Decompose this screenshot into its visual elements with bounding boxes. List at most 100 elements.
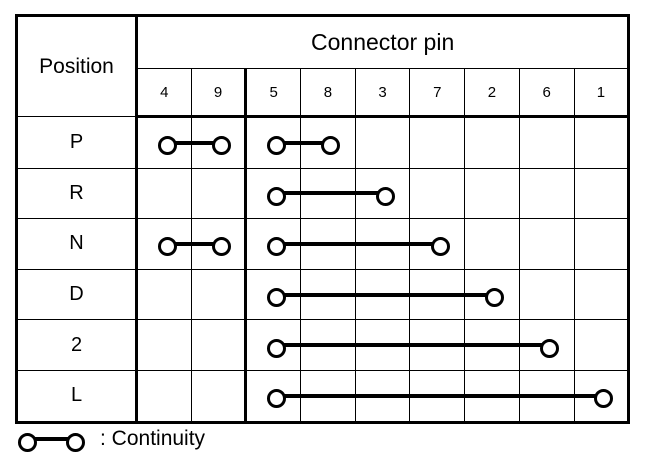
cell-R-pin8 [300,167,356,220]
continuity-wire [273,241,302,246]
continuity-wire [190,241,219,246]
continuity-wire [518,343,547,348]
continuity-wire [300,191,356,196]
continuity-wire [300,292,356,297]
table-row: P [16,116,630,169]
cell-2-pin2 [464,319,520,371]
pin-header-5: 5 [245,68,302,118]
cell-P-pin8 [300,116,356,169]
cell-N-pin8 [300,218,356,270]
continuity-wire [518,393,575,398]
table-row: L [16,369,630,423]
continuity-node [594,389,614,409]
cell-P-pin1 [573,116,630,169]
cell-N-pin7 [409,218,466,270]
cell-2-pin5 [245,319,302,371]
cell-L-pin9 [190,369,248,423]
continuity-wire [464,292,492,297]
continuity-wire [464,393,520,398]
continuity-wire [300,241,356,246]
pin-header-9: 9 [190,68,248,118]
cell-L-pin3 [354,369,411,423]
cell-P-pin3 [354,116,411,169]
cell-R-pin2 [464,167,520,220]
cell-N-pin4 [136,218,192,270]
pin-header-8: 8 [300,68,356,118]
cell-2-pin3 [354,319,411,371]
continuity-node [211,237,231,257]
cell-D-pin9 [190,268,248,321]
continuity-wire [300,343,356,348]
continuity-table: Position Connector pin 4 9 5 8 3 7 2 6 1… [15,14,631,424]
continuity-wire [300,140,328,145]
continuity-wire [354,292,411,297]
cell-2-pin9 [190,319,248,371]
continuity-wire [273,140,302,145]
cell-D-pin3 [354,268,411,321]
pin-header-3: 3 [354,68,411,118]
pin-number-header-row: 4 9 5 8 3 7 2 6 1 [17,68,630,118]
continuity-node-right [66,432,85,452]
legend: : Continuity [18,424,205,454]
cell-L-pin8 [300,369,356,423]
cell-R-pin1 [573,167,630,220]
cell-P-pin7 [409,116,466,169]
continuity-wire [164,140,192,145]
continuity-node [540,338,560,358]
cell-N-pin1 [573,218,630,270]
cell-L-pin1 [573,369,630,423]
continuity-wire [273,292,302,297]
cell-R-pin5 [245,167,302,220]
continuity-wire [273,191,302,196]
pin-header-6: 6 [518,68,575,118]
cell-N-pin5 [245,218,302,270]
table-row: 2 [16,319,630,371]
table-row: R [16,167,630,220]
continuity-wire [273,393,302,398]
continuity-node-left [18,432,37,452]
continuity-wire [409,292,466,297]
cell-D-pin6 [518,268,575,321]
continuity-node [321,136,341,156]
continuity-wire [354,393,411,398]
cell-L-pin7 [409,369,466,423]
cell-N-pin3 [354,218,411,270]
pin-header-4: 4 [136,68,192,118]
cell-R-pin9 [190,167,248,220]
cell-2-pin4 [136,319,192,371]
legend-label: : Continuity [100,427,206,450]
continuity-node [376,186,396,206]
cell-L-pin4 [136,369,192,423]
cell-P-pin6 [518,116,575,169]
cell-2-pin1 [573,319,630,371]
continuity-wire [409,393,466,398]
cell-N-pin9 [190,218,248,270]
continuity-node [211,136,231,156]
continuity-wire [409,241,438,246]
cell-D-pin1 [573,268,630,321]
continuity-symbol-icon [18,428,94,452]
cell-P-pin4 [136,116,192,169]
cell-L-pin2 [464,369,520,423]
continuity-node [267,338,287,358]
continuity-node [267,237,287,257]
table-row: N [16,218,630,270]
cell-L-pin5 [245,369,302,423]
position-label-N: N [16,218,138,270]
continuity-node [267,136,287,156]
position-column-header: Position [16,15,138,117]
position-label-2: 2 [16,319,138,371]
cell-2-pin7 [409,319,466,371]
continuity-wire [464,343,520,348]
continuity-node [157,237,177,257]
continuity-wire [409,343,466,348]
continuity-wire [34,437,71,441]
continuity-wire [164,241,192,246]
cell-D-pin2 [464,268,520,321]
continuity-wire [354,343,411,348]
cell-R-pin6 [518,167,575,220]
continuity-wire [573,393,601,398]
table-header: Position Connector pin 4 9 5 8 3 7 2 6 1 [16,15,630,118]
cell-R-pin4 [136,167,192,220]
